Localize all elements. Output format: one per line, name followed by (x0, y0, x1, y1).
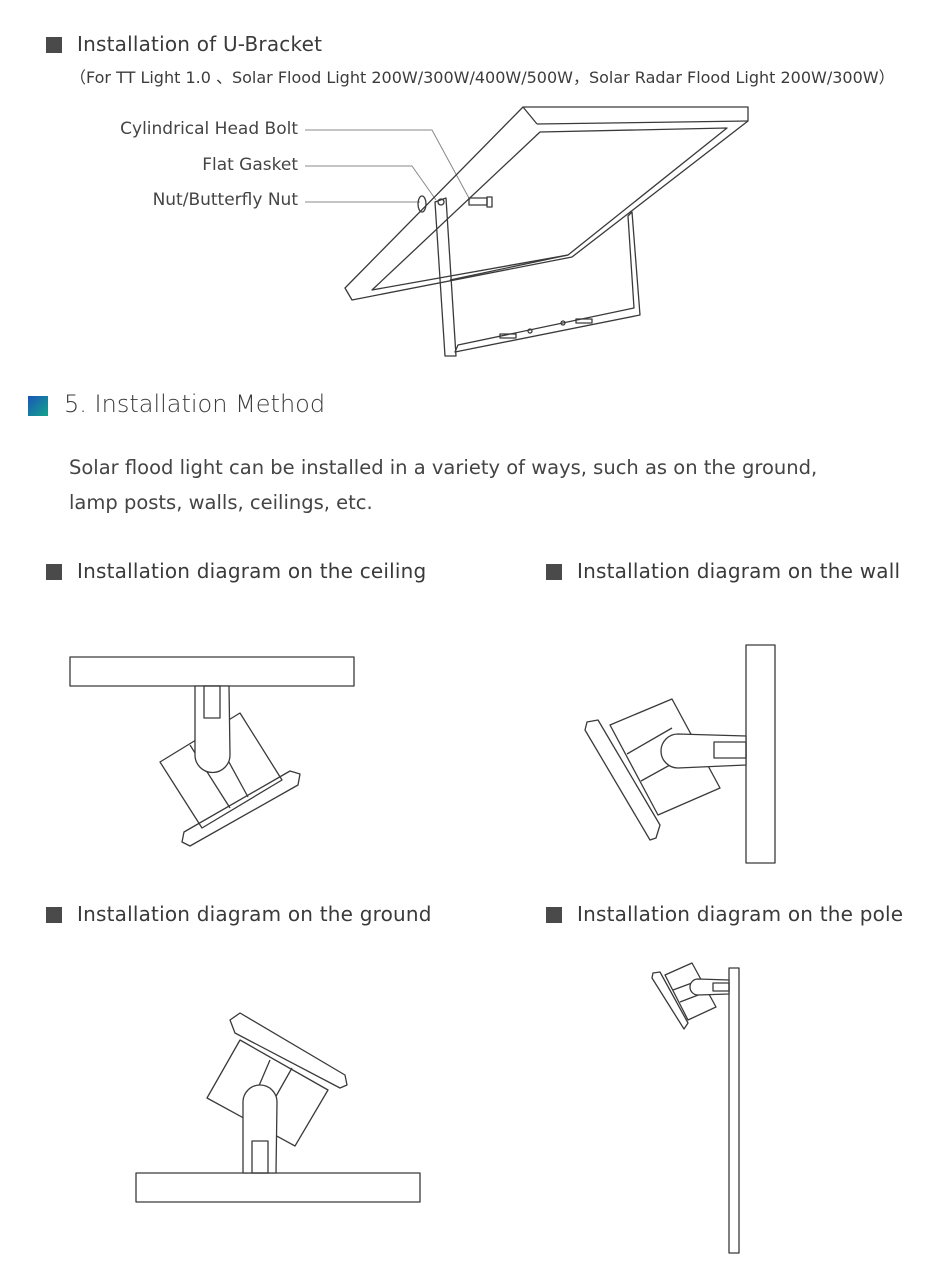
part-label-bolt: Cylindrical Head Bolt (120, 119, 298, 139)
bullet-square-icon (46, 37, 62, 53)
section-gradient-icon (28, 396, 48, 416)
ceiling-diagram (69, 656, 355, 847)
diagram-title-wall: Installation diagram on the wall (577, 559, 901, 583)
description-line: Solar flood light can be installed in a … (69, 456, 818, 479)
pole-diagram (651, 962, 740, 1254)
bullet-square-icon (46, 564, 62, 580)
part-label-nut: Nut/Butterfly Nut (152, 190, 298, 210)
diagram-title-ceiling: Installation diagram on the ceiling (77, 559, 427, 583)
bullet-square-icon (546, 907, 562, 923)
section-title: 5. Installation Method (64, 390, 326, 418)
diagram-title-pole: Installation diagram on the pole (577, 902, 904, 926)
wall-diagram (584, 644, 776, 864)
method-description: Solar flood light can be installed in a … (69, 450, 869, 520)
bullet-square-icon (546, 564, 562, 580)
description-line: lamp posts, walls, ceilings, etc. (69, 491, 373, 514)
bracket-applies-to: （For TT Light 1.0 、Solar Flood Light 200… (70, 68, 895, 87)
ground-diagram (135, 1012, 421, 1203)
bullet-square-icon (46, 907, 62, 923)
diagram-title-ground: Installation diagram on the ground (77, 902, 432, 926)
u-bracket-diagram (305, 106, 749, 357)
bracket-title: Installation of U-Bracket (77, 32, 323, 56)
part-label-gasket: Flat Gasket (202, 155, 298, 175)
